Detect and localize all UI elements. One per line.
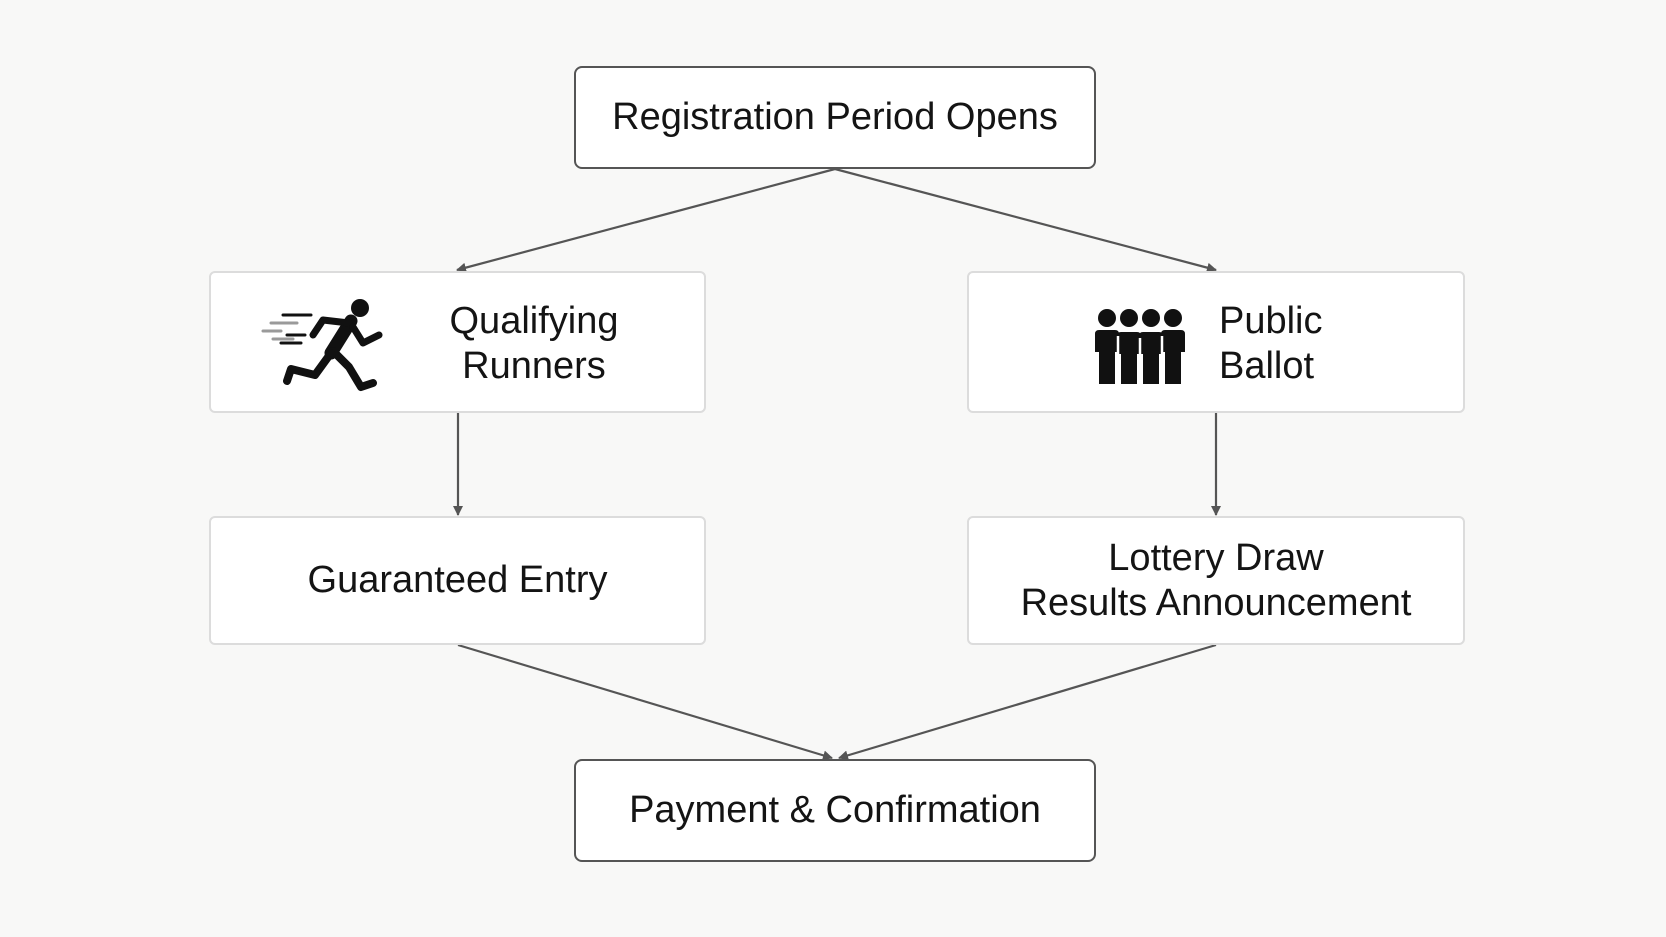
running-person-icon [261, 299, 383, 391]
arrow-registration-to-qualifying [456, 167, 836, 273]
node-qualifying-runners: Qualifying Runners [209, 271, 706, 413]
node-lottery-draw: Lottery Draw Results Announcement [967, 516, 1465, 645]
node-registration-label: Registration Period Opens [612, 96, 1058, 138]
node-payment-label: Payment & Confirmation [629, 789, 1041, 831]
node-qualifying-label-line-2: Runners [462, 345, 606, 387]
node-guaranteed-entry: Guaranteed Entry [209, 516, 706, 645]
arrow-lottery-to-payment [838, 643, 1217, 761]
node-ballot-label-line-2: Ballot [1219, 345, 1315, 387]
node-lottery-label-line-1: Lottery Draw [1108, 536, 1324, 579]
node-guaranteed-label: Guaranteed Entry [307, 559, 608, 601]
node-registration-period-opens: Registration Period Opens [574, 66, 1096, 169]
node-payment-confirmation: Payment & Confirmation [574, 759, 1096, 862]
node-qualifying-label-line-1: Qualifying [449, 300, 619, 342]
arrow-guaranteed-to-payment [457, 643, 833, 761]
node-ballot-label-line-1: Public [1219, 300, 1323, 342]
group-of-people-icon [1095, 309, 1185, 384]
node-public-ballot: Public Ballot [967, 271, 1465, 413]
node-lottery-label-line-2: Results Announcement [1020, 581, 1412, 624]
arrow-registration-to-ballot [834, 167, 1217, 273]
